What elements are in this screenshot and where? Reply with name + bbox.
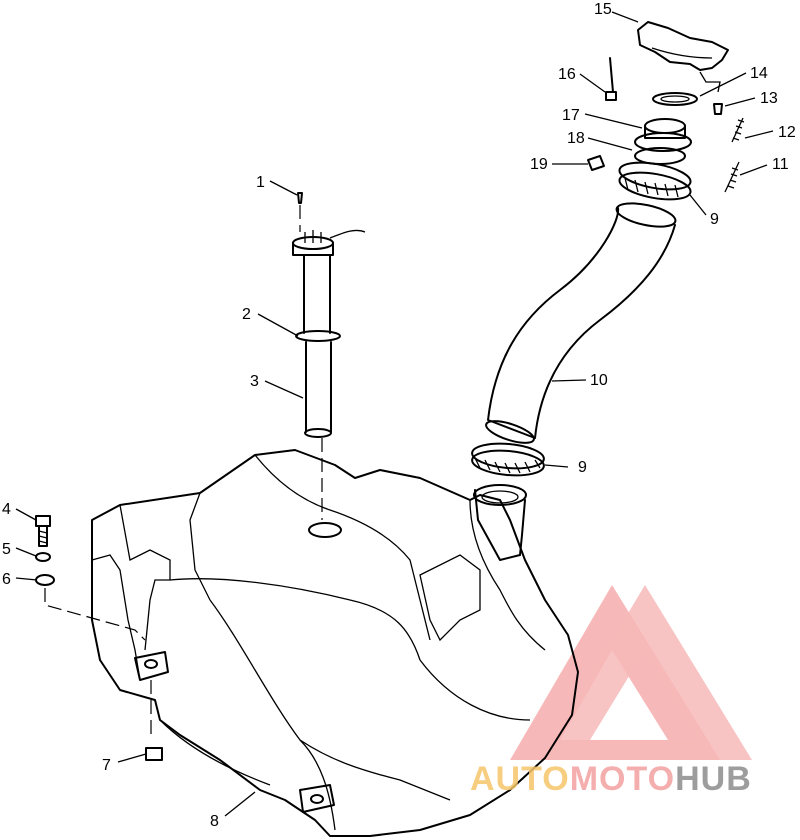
leader-lines	[15, 11, 774, 817]
fuel-sender-assembly	[292, 192, 366, 520]
callout-11: 11	[772, 156, 789, 173]
callout-18: 18	[567, 130, 585, 147]
callout-15: 15	[594, 1, 612, 18]
watermark-text: AUTOMOTOHUB	[470, 760, 752, 798]
callout-6: 6	[2, 571, 11, 588]
callout-4: 4	[2, 501, 11, 518]
callout-9-upper: 9	[710, 211, 719, 228]
callout-1: 1	[256, 174, 265, 191]
callout-3: 3	[250, 373, 259, 390]
filler-hose	[471, 161, 692, 477]
callout-13: 13	[760, 90, 778, 107]
filler-cap-assembly	[587, 21, 745, 193]
callout-5: 5	[2, 541, 11, 558]
fuel-tank	[91, 449, 579, 837]
callout-19: 19	[530, 156, 548, 173]
callout-9-lower: 9	[578, 459, 587, 476]
callout-10: 10	[590, 372, 608, 389]
callout-labels: 1 2 3 4 5 6 7 8 9 9 10 11 12 13 14 15 16…	[2, 1, 796, 830]
watermark-moto: MOTO	[570, 760, 675, 798]
callout-2: 2	[242, 306, 251, 323]
callout-7: 7	[102, 757, 111, 774]
watermark-hub: HUB	[675, 760, 752, 798]
callout-16: 16	[558, 66, 576, 83]
callout-14: 14	[750, 65, 768, 82]
callout-8: 8	[210, 813, 219, 830]
callout-12: 12	[778, 124, 796, 141]
callout-17: 17	[562, 107, 580, 124]
watermark-auto: AUTO	[470, 760, 570, 798]
watermark-logo-icon	[510, 585, 752, 760]
svg-text:AUTOMOTOHUB: AUTOMOTOHUB	[470, 760, 752, 798]
mounting-hardware	[35, 515, 163, 761]
